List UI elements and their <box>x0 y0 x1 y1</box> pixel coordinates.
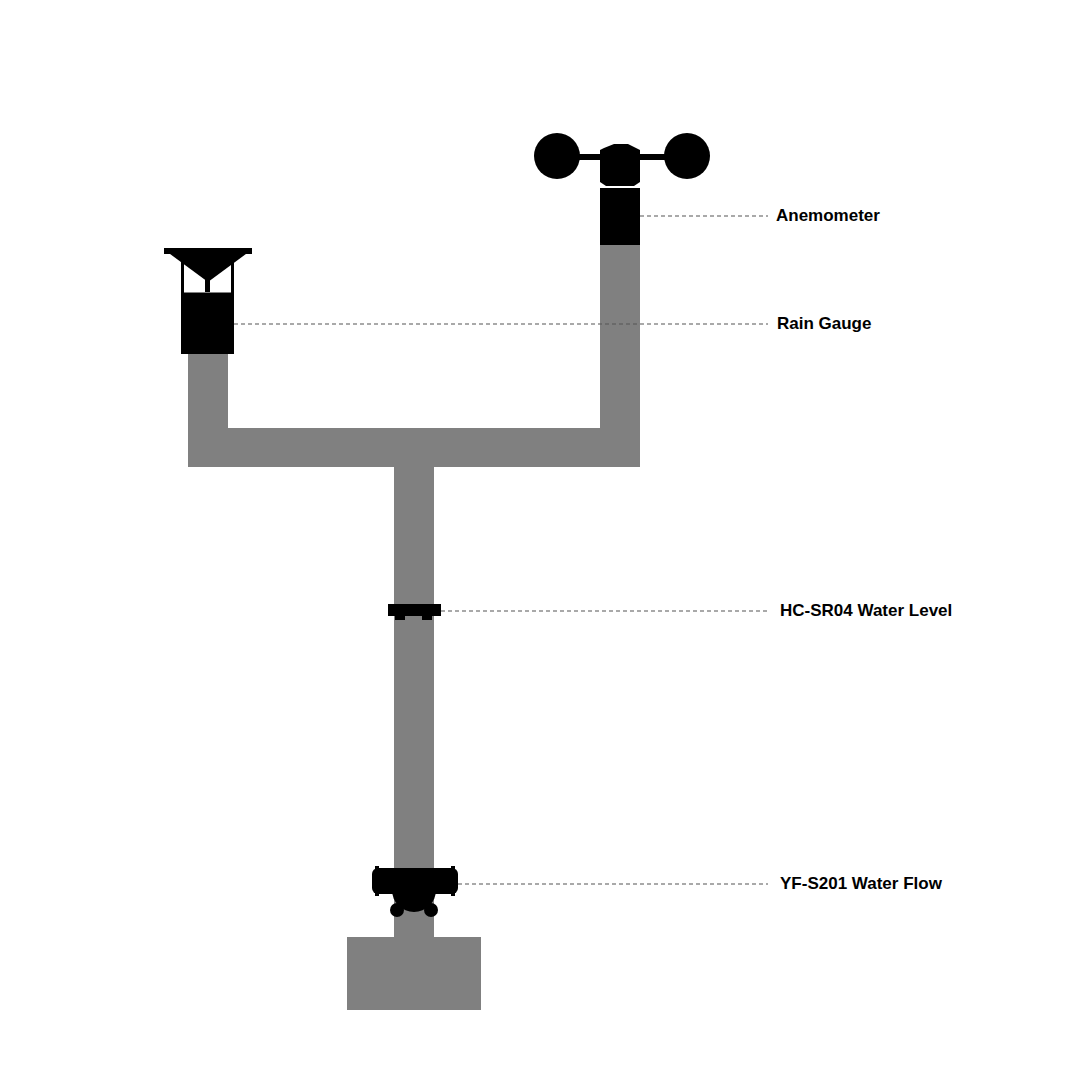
part-label: YF-S201 Water Flow <box>780 874 942 894</box>
sensor-transducer <box>395 614 405 620</box>
leader-line <box>640 215 768 216</box>
rain-gauge-funnel <box>166 251 250 282</box>
rain-gauge-symbol <box>164 248 252 354</box>
pole-frame <box>188 243 640 1010</box>
anemometer-cup <box>534 133 580 179</box>
part-label: HC-SR04 Water Level <box>780 601 952 621</box>
cross-arm <box>188 428 640 467</box>
leader-line <box>458 883 768 884</box>
anemometer-head <box>600 144 640 186</box>
pole-base <box>347 937 481 1010</box>
part-label: Anemometer <box>776 206 880 226</box>
flow-sensor-foot <box>424 903 438 917</box>
flow-sensor-flange <box>375 866 379 896</box>
part-label: Rain Gauge <box>777 314 871 334</box>
flow-sensor-foot <box>390 903 404 917</box>
leader-line <box>234 323 768 324</box>
flow-sensor-symbol <box>372 866 458 917</box>
ultrasonic-sensor-symbol <box>388 604 441 620</box>
anemometer-body <box>600 188 640 245</box>
anemometer-cup <box>664 133 710 179</box>
rain-gauge-body <box>181 292 234 354</box>
right-mast <box>600 243 640 430</box>
anemometer-symbol <box>534 133 710 245</box>
rain-gauge-spout <box>205 278 210 292</box>
flow-sensor-flange <box>451 866 455 896</box>
left-mast <box>188 350 228 430</box>
leader-line <box>441 610 768 611</box>
rain-gauge-rim <box>164 248 252 254</box>
sensor-transducer <box>422 614 432 620</box>
leader-lines <box>234 216 768 884</box>
